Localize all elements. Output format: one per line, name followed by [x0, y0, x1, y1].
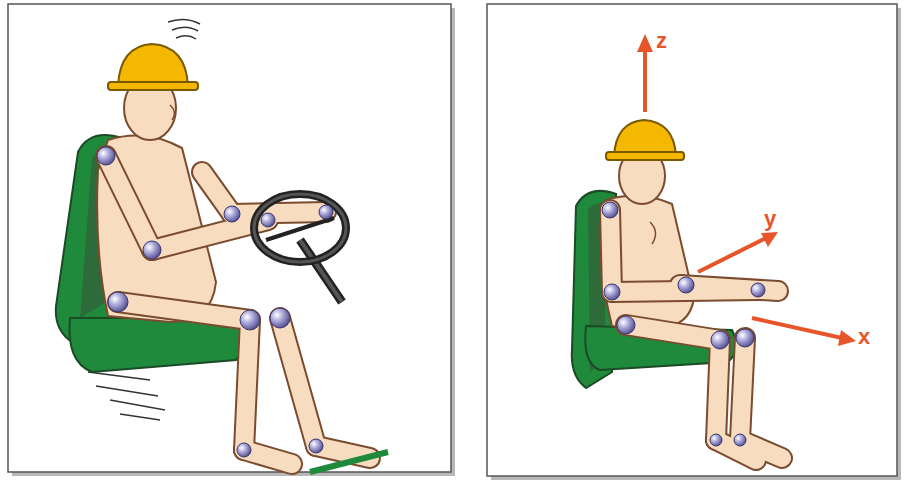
joint-marker: [261, 213, 275, 227]
axis-label: z: [656, 30, 667, 52]
vibration-marks: [176, 36, 196, 39]
pedal: [310, 452, 388, 472]
joint-marker: [751, 283, 765, 297]
joint-marker: [143, 241, 161, 259]
vibration-marks: [110, 400, 165, 410]
operator-body: [610, 210, 782, 460]
joint-marker: [97, 147, 115, 165]
joint-marker: [319, 205, 333, 219]
panel-frame: [8, 4, 451, 472]
operator-body: [170, 105, 175, 120]
panel-frame: [8, 4, 901, 480]
axis-arrow: [752, 318, 842, 338]
joint-marker: [602, 202, 618, 218]
seat: [56, 135, 245, 372]
joint-marker: [736, 329, 754, 347]
operator-body: [97, 76, 370, 464]
safety-helmet: [108, 82, 198, 90]
joint-marker: [604, 284, 620, 300]
safety-helmet: [614, 120, 676, 156]
vibration-marks: [172, 27, 198, 31]
operator-body: [106, 156, 370, 464]
axis-label: x: [858, 326, 870, 348]
joint-marker: [108, 292, 128, 312]
panel-frame: [487, 4, 897, 476]
vibration-marks: [88, 372, 150, 380]
joint-marker: [617, 316, 635, 334]
joint-marker: [97, 147, 333, 457]
axis-label: y: [764, 208, 776, 230]
vibration-marks: [96, 386, 158, 396]
vibration-marks: [168, 19, 200, 24]
axis-arrow: [637, 34, 856, 346]
joint-marker: [602, 202, 765, 446]
axis-arrow: [838, 330, 856, 346]
vibration-marks: [120, 414, 160, 420]
steering-wheel: [254, 194, 346, 262]
joint-marker: [734, 434, 746, 446]
steering-wheel: [254, 194, 346, 262]
joint-marker: [711, 331, 729, 349]
operator-body: [650, 222, 656, 244]
operator-body: [610, 210, 782, 460]
joint-marker: [678, 277, 694, 293]
axis-arrow: [761, 232, 778, 247]
axis-arrow: [637, 34, 653, 52]
joint-marker: [270, 308, 290, 328]
joint-marker: [710, 434, 722, 446]
steering-wheel: [254, 194, 346, 262]
joint-marker: [237, 443, 251, 457]
joint-marker: [224, 206, 240, 222]
safety-helmet: [118, 44, 188, 86]
joint-marker: [309, 439, 323, 453]
safety-helmet: [108, 44, 198, 90]
operator-body: [600, 148, 782, 460]
axis-arrow: [698, 238, 766, 272]
safety-helmet: [606, 120, 684, 160]
operator-body: [106, 156, 370, 464]
joint-marker: [240, 310, 260, 330]
safety-helmet: [606, 152, 684, 160]
steering-wheel: [266, 218, 334, 240]
pedal: [310, 452, 388, 472]
axis-arrow: [643, 48, 647, 112]
